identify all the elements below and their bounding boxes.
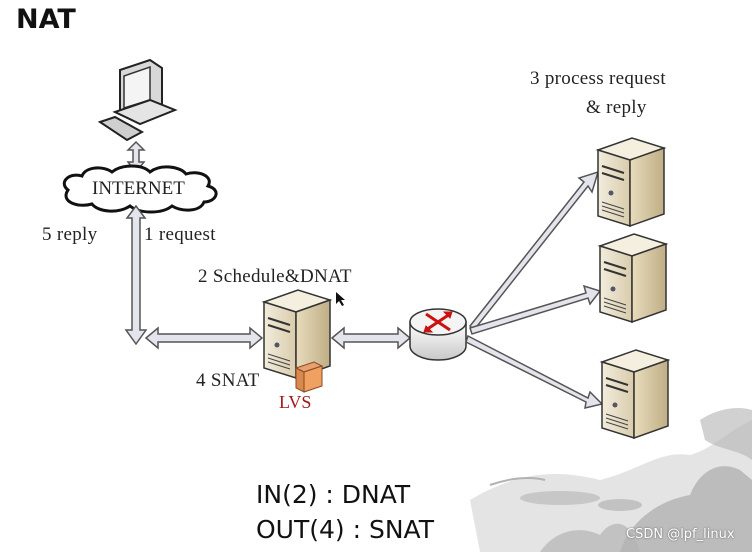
client-computer-icon [97,58,178,142]
step-5-label: 5 reply [42,224,98,245]
step-1-label: 1 request [144,224,216,245]
step-3-label-line2: & reply [586,97,647,118]
mouse-cursor-icon [336,292,345,306]
page-title: NAT [16,4,76,35]
step-2-label: 2 Schedule&DNAT [198,266,352,287]
internet-cloud-icon [62,164,218,214]
real-server-3-icon [599,349,671,440]
arrow-router-server-2 [469,284,602,335]
arrow-internet-lvs [124,204,264,350]
arrow-router-server-1 [468,170,600,332]
internet-label: INTERNET [92,178,185,199]
watermark: CSDN @lpf_linux [626,527,735,542]
summary-out: OUT(4) : SNAT [256,515,434,544]
arrow-router-server-3 [465,334,604,409]
arrow-lvs-router [330,326,412,350]
step-3-label-line1: 3 process request [530,68,666,89]
router-icon [409,308,467,361]
real-server-2-icon [597,233,669,324]
step-4-label: 4 SNAT [196,370,260,391]
real-server-1-icon [595,137,667,228]
summary-in: IN(2) : DNAT [256,480,411,509]
lvs-label: LVS [279,392,312,412]
lvs-server-icon [261,289,333,393]
